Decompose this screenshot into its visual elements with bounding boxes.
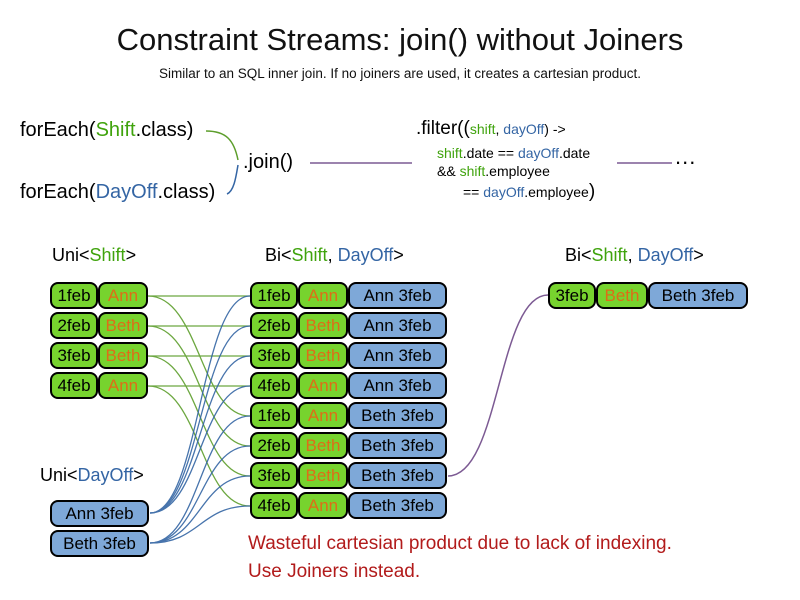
code-text: .class) (135, 119, 194, 141)
code-text: .employee (485, 163, 550, 179)
code-text: .filter(( (416, 118, 470, 139)
shift-date-cell: 4feb (50, 372, 98, 399)
bi-dayoff-cell: Ann 3feb (348, 342, 447, 369)
bi-shift-employee-cell: Beth (298, 462, 348, 489)
bi-dayoff-cell: Ann 3feb (348, 282, 447, 309)
bi-shift-date-cell: 1feb (250, 402, 298, 429)
bi-shift-date-cell: 4feb (250, 372, 298, 399)
bi-shift-employee-cell: Ann (298, 282, 348, 309)
result-shift-date-cell: 3feb (548, 282, 596, 309)
warning-note-line1: Wasteful cartesian product due to lack o… (248, 533, 672, 554)
shift-param-token: shift (437, 145, 463, 161)
label-text: , (627, 245, 638, 265)
bi-dayoff-cell: Beth 3feb (348, 432, 447, 459)
code-filter-line3: && shift.employee (437, 163, 550, 179)
shift-date-cell: 1feb (50, 282, 98, 309)
code-filter-line2: shift.date == dayOff.date (437, 145, 590, 161)
code-text: forEach( (20, 119, 96, 141)
shift-employee-cell: Ann (98, 372, 148, 399)
label-text: > (693, 245, 704, 265)
filter-result-line (447, 294, 549, 477)
code-filter-line1: .filter((shift, dayOff) -> (416, 118, 566, 140)
shift-param-token: shift (469, 121, 496, 137)
label-text: Bi< (265, 245, 292, 265)
dayoff-param-token: dayOff (483, 184, 525, 200)
code-foreach-dayoff: forEach(DayOff.class) (20, 181, 215, 204)
dayoff-type-token: DayOff (337, 245, 394, 265)
label-text: > (125, 245, 137, 265)
label-text: > (393, 245, 404, 265)
shift-brace-line (205, 130, 239, 161)
shift-param-token: shift (459, 163, 486, 179)
dayoff-type-token: DayOff (637, 245, 694, 265)
slide-title: Constraint Streams: join() without Joine… (116, 22, 684, 57)
shift-employee-cell: Ann (98, 282, 148, 309)
bi-dayoff-cell: Beth 3feb (348, 402, 447, 429)
bi-shift-date-cell: 4feb (250, 492, 298, 519)
bi-shift-date-cell: 1feb (250, 282, 298, 309)
code-foreach-shift: forEach(Shift.class) (20, 119, 193, 142)
bi-shift-date-cell: 3feb (250, 342, 298, 369)
bi-shift-date-cell: 2feb (250, 312, 298, 339)
label-bi-right: Bi<Shift, DayOff> (565, 245, 704, 266)
dayoff-param-token: dayOff (517, 145, 559, 161)
bi-shift-employee-cell: Ann (298, 402, 348, 429)
code-text: forEach( (20, 181, 96, 203)
dayoff-cell: Ann 3feb (50, 500, 149, 527)
shift-date-cell: 3feb (50, 342, 98, 369)
label-uni-shift: Uni<Shift> (52, 245, 136, 266)
bi-shift-employee-cell: Beth (298, 342, 348, 369)
result-shift-employee-cell: Beth (596, 282, 648, 309)
label-text: > (133, 465, 144, 485)
dayoff-class-token: DayOff (95, 181, 158, 203)
code-text: .date (558, 145, 591, 161)
bi-dayoff-cell: Beth 3feb (348, 492, 447, 519)
bi-dayoff-cell: Beth 3feb (348, 462, 447, 489)
shift-date-cell: 2feb (50, 312, 98, 339)
slide-subtitle: Similar to an SQL inner join. If no join… (159, 66, 641, 81)
label-text: , (327, 245, 338, 265)
shift-class-token: Shift (95, 119, 136, 141)
label-text: Bi< (565, 245, 592, 265)
dayoff-param-token: dayOff (503, 121, 545, 137)
shift-connectors (147, 295, 251, 507)
shift-type-token: Shift (591, 245, 628, 265)
code-text: ) (588, 181, 596, 202)
code-text: .date == (462, 145, 518, 161)
shift-employee-cell: Beth (98, 312, 148, 339)
bi-dayoff-cell: Ann 3feb (348, 372, 447, 399)
bi-shift-employee-cell: Ann (298, 492, 348, 519)
bi-shift-employee-cell: Beth (298, 432, 348, 459)
dayoff-connectors (149, 295, 251, 544)
bi-shift-date-cell: 3feb (250, 462, 298, 489)
label-text: Uni< (52, 245, 90, 265)
dayoff-type-token: DayOff (77, 465, 134, 485)
code-text: == (463, 184, 484, 200)
label-text: Uni< (40, 465, 78, 485)
code-text: .class) (157, 181, 216, 203)
shift-employee-cell: Beth (98, 342, 148, 369)
code-text: , (495, 121, 504, 137)
bi-dayoff-cell: Ann 3feb (348, 312, 447, 339)
shift-type-token: Shift (89, 245, 126, 265)
warning-note-line2: Use Joiners instead. (248, 561, 421, 582)
result-dayoff-cell: Beth 3feb (648, 282, 748, 309)
code-filter-line4: == dayOff.employee) (463, 181, 595, 203)
label-bi-middle: Bi<Shift, DayOff> (265, 245, 404, 266)
code-join: .join() (243, 151, 294, 173)
shift-type-token: Shift (291, 245, 328, 265)
code-text: ) -> (544, 121, 566, 137)
dayoff-cell: Beth 3feb (50, 530, 149, 557)
dayoff-brace-line (226, 164, 239, 195)
code-ellipsis: ... (675, 144, 697, 169)
code-text: && (437, 163, 460, 179)
label-uni-dayoff: Uni<DayOff> (40, 465, 144, 486)
bi-shift-employee-cell: Beth (298, 312, 348, 339)
bi-shift-date-cell: 2feb (250, 432, 298, 459)
code-text: .employee (524, 184, 589, 200)
bi-shift-employee-cell: Ann (298, 372, 348, 399)
